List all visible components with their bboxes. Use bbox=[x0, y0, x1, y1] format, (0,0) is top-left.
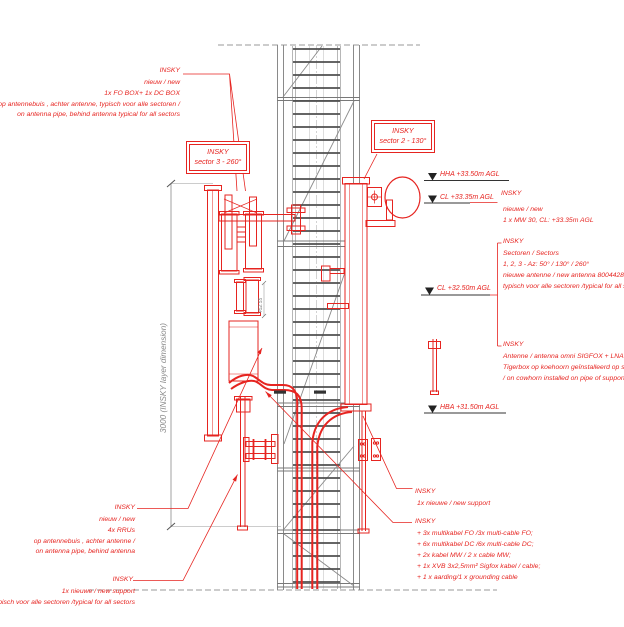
annotation-cables-title: INSKY bbox=[415, 518, 436, 525]
annotation-sectors-line: typisch voor alle sectoren /typical for … bbox=[503, 283, 624, 290]
dimension-3000: 3000 (INSKY layer dimension) bbox=[159, 179, 281, 531]
annotation-mw-line: nieuwe / new bbox=[503, 206, 543, 213]
mw-dish-assembly bbox=[321, 176, 441, 534]
annotation-sectors-line: Sectoren / Sectors bbox=[503, 250, 559, 257]
mw-dish bbox=[384, 176, 421, 219]
antenna-panel bbox=[207, 189, 219, 437]
annotation-fo-dc-line: 1x FO BOX+ 1x DC BOX bbox=[104, 90, 180, 97]
level-hba: HBA +31.50m AGL bbox=[440, 404, 500, 411]
annotation-omni-line: Tigerbox op koehoorn geïnstalleerd op st… bbox=[503, 364, 624, 371]
level-cl-top: CL +33.35m AGL bbox=[440, 194, 494, 201]
annotation-sectors-line: nieuwe antenne / new antenna 800442802, bbox=[503, 272, 624, 279]
annotation-rrus-line: op antennebuis , achter antenne / bbox=[33, 538, 135, 545]
fo-dc-box bbox=[228, 320, 259, 382]
annotation-support-right-title: INSKY bbox=[415, 488, 436, 495]
annotation-support-left-title: INSKY bbox=[112, 576, 133, 583]
sector2-title: INSKY bbox=[392, 125, 414, 135]
annotation-rrus-line: nieuw / new bbox=[99, 516, 135, 523]
pipe-clamp bbox=[243, 434, 279, 464]
annotation-support-right-line: 1x nieuwe / new support bbox=[417, 500, 491, 507]
annotation-cables-line: + 1 x aarding/1 x grounding cable bbox=[417, 574, 518, 581]
annotation-mw-title: INSKY bbox=[501, 190, 522, 197]
dimension-3000-text: 3000 (INSKY layer dimension) bbox=[159, 323, 168, 433]
annotation-omni-line: / on cowhorn installed on pipe of suppor… bbox=[503, 375, 624, 382]
annotation-sectors-title: INSKY bbox=[503, 238, 524, 245]
sector3-title: INSKY bbox=[207, 146, 229, 156]
annotation-cables-line: + 2x kabel MW / 2 x cable MW; bbox=[417, 552, 511, 559]
sector3-azimuth: sector 3 - 260° bbox=[194, 157, 242, 167]
annotation-rrus-line: on antenna pipe, behind antenna bbox=[35, 548, 135, 555]
annotation-cables-line: + 6x multikabel DC /6x multi-cable DC; bbox=[417, 541, 534, 548]
annotation-omni-line: Antenne / antenna omni SIGFOX + LNAC-868… bbox=[503, 353, 624, 360]
level-cl-mid: CL +32.50m AGL bbox=[437, 285, 491, 292]
annotation-rrus-title: INSKY bbox=[114, 504, 135, 511]
sector2-azimuth: sector 2 - 130° bbox=[379, 136, 427, 146]
annotation-fo-dc-line: on antenna pipe, behind antenna typical … bbox=[17, 111, 180, 118]
level-markers bbox=[421, 173, 509, 414]
level-hha: HHA +33.50m AGL bbox=[440, 171, 500, 178]
cable-cleat bbox=[274, 390, 286, 394]
mw-support-pole bbox=[344, 183, 368, 405]
annotation-omni-title: INSKY bbox=[503, 341, 524, 348]
bolt-plates bbox=[357, 411, 381, 534]
support-pipe bbox=[234, 396, 253, 531]
cable-cleat bbox=[314, 390, 326, 394]
sector2-label-box: INSKY sector 2 - 130° bbox=[371, 120, 435, 153]
annotation-mw-line: 1 x MW 30, CL: +33.35m AGL bbox=[503, 217, 594, 224]
annotation-support-left-line: 1x nieuwe / new support bbox=[61, 588, 135, 595]
left-antenna-assembly bbox=[204, 185, 306, 531]
annotation-cables-line: + 3x multikabel FO /3x multi-cable FO; bbox=[417, 530, 533, 537]
annotation-fo-dc-line: nieuw / new bbox=[144, 79, 180, 86]
cable-runs bbox=[228, 373, 353, 589]
sector3-label-box: INSKY sector 3 - 260° bbox=[186, 141, 250, 174]
annotation-sectors-line: 1, 2, 3 - Az: 50° / 130° / 260° bbox=[503, 261, 590, 268]
detail-dimension: 452.55 bbox=[258, 280, 267, 319]
annotation-rrus-line: 4x RRUs bbox=[107, 527, 135, 534]
annotation-fo-dc-line: op antennebuis , achter antenne, typisch… bbox=[0, 101, 180, 108]
rru-units bbox=[219, 211, 264, 275]
omni-antenna-pipe bbox=[428, 339, 441, 395]
annotation-support-left-line: typisch voor alle sectoren /typical for … bbox=[0, 599, 135, 606]
detail-dimension-text: 452.55 bbox=[258, 297, 264, 313]
annotation-cables-line: + 1x XVB 3x2,5mm² Sigfox kabel / cable; bbox=[417, 563, 541, 570]
annotation-fo-dc-title: INSKY bbox=[159, 67, 180, 74]
